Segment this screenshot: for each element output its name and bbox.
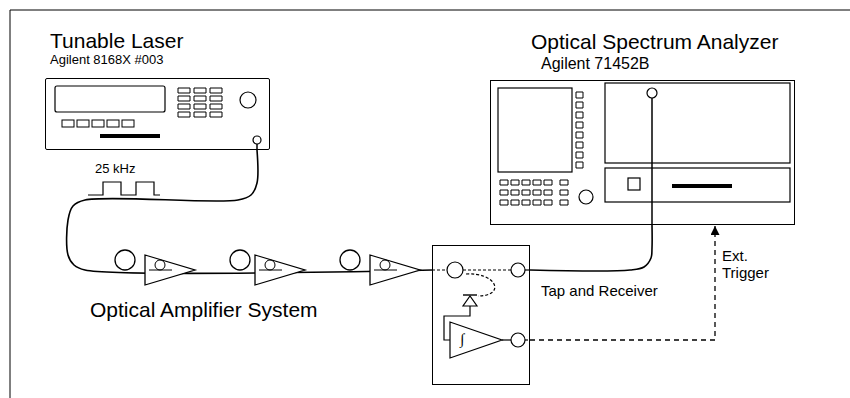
system-name: Optical Amplifier System <box>90 298 318 321</box>
osa-keyboard <box>500 180 568 205</box>
trigger-port <box>511 333 525 347</box>
fiber-stub <box>651 98 653 225</box>
trigger-line <box>530 226 715 340</box>
model-number: Agilent 71452B <box>541 55 650 73</box>
osa-screen <box>498 88 572 172</box>
laser-bar <box>100 134 160 138</box>
amplifier-coil <box>265 260 275 270</box>
receiver-wire <box>502 339 511 340</box>
fiber-loop <box>115 250 135 270</box>
laser-knob <box>240 92 256 108</box>
amplifier-fiber <box>149 270 397 271</box>
internal-fiber <box>463 269 511 270</box>
instrument-name: Optical Spectrum Analyzer <box>531 30 778 53</box>
photodiode-symbol <box>463 296 477 306</box>
laser-button <box>77 120 89 127</box>
frame-line <box>10 10 850 398</box>
model-number: Agilent 8168X #003 <box>50 53 163 67</box>
tap-port <box>511 263 525 277</box>
laser-button <box>107 120 119 127</box>
edge-label: Ext. Trigger <box>722 248 784 281</box>
tap-receiver-box: Tap and Receiver <box>432 245 530 385</box>
box-label: Tap and Receiver <box>541 283 658 300</box>
square-wave <box>88 182 160 195</box>
laser-output-port <box>253 136 261 144</box>
laser-button <box>92 120 104 127</box>
photodiode-symbol <box>463 294 477 295</box>
laser-button <box>62 120 74 127</box>
laser-instrument: Tunable LaserAgilent 8168X #003 <box>45 78 270 150</box>
osa-panel <box>605 83 790 163</box>
fiber-line <box>530 225 652 271</box>
fiber-loop <box>340 250 360 270</box>
fiber-loop <box>230 250 250 270</box>
osa-input-port <box>647 88 657 98</box>
laser-keypad <box>178 88 222 117</box>
fiber-line <box>67 150 432 273</box>
laser-display <box>55 86 165 112</box>
amplifier-coil <box>380 260 390 270</box>
tap-port <box>447 262 463 278</box>
amplifier-coil <box>155 260 165 270</box>
signal-frequency: 25 kHz <box>95 162 135 176</box>
laser-button <box>122 120 134 127</box>
osa-bar <box>672 184 732 188</box>
integrator-symbol: ∫ <box>460 332 464 347</box>
spectrum-analyzer-instrument: Optical Spectrum AnalyzerAgilent 71452B <box>490 80 795 225</box>
internal-fiber <box>432 269 447 270</box>
osa-panel <box>605 168 790 202</box>
integrator-symbol <box>450 322 502 358</box>
osa-softkeys <box>576 92 583 168</box>
osa-button <box>628 178 640 190</box>
tap-fiber <box>466 274 495 296</box>
osa-knob <box>579 190 593 204</box>
instrument-name: Tunable Laser <box>50 29 183 52</box>
